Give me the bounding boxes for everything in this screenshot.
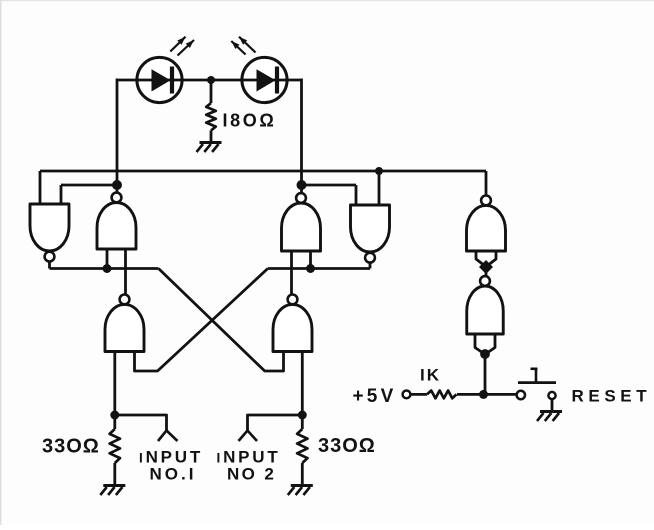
- svg-text:NO.I: NO.I: [150, 465, 197, 484]
- svg-text:I8OΩ: I8OΩ: [223, 111, 277, 131]
- svg-text:33OΩ: 33OΩ: [318, 435, 376, 457]
- svg-text:NO 2: NO 2: [227, 465, 276, 484]
- svg-text:INPUT: INPUT: [217, 448, 281, 467]
- svg-text:RESET: RESET: [572, 387, 652, 406]
- svg-text:+5V: +5V: [353, 386, 397, 407]
- svg-text:INPUT: INPUT: [139, 448, 203, 467]
- svg-text:33OΩ: 33OΩ: [42, 436, 100, 458]
- svg-text:IK: IK: [420, 366, 441, 385]
